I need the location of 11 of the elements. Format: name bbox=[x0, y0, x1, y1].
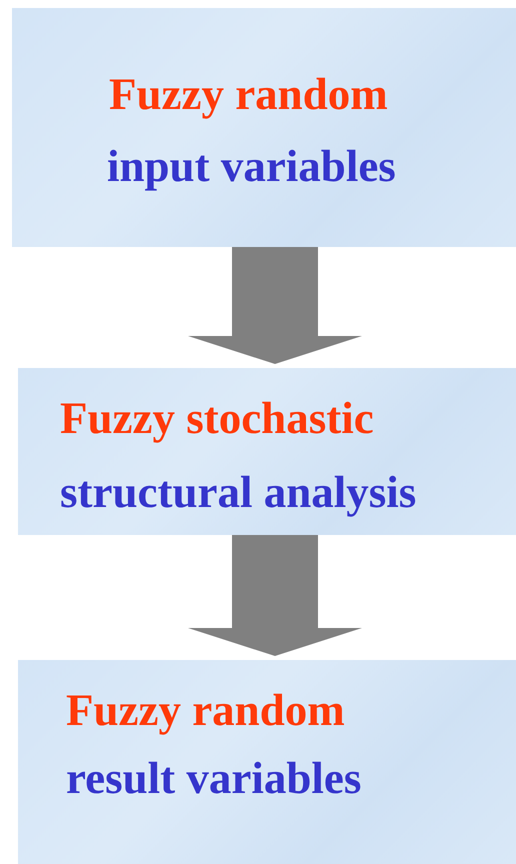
box-heading: Fuzzy random bbox=[66, 684, 345, 737]
process-box bbox=[18, 368, 516, 535]
block-arrow bbox=[188, 247, 362, 364]
process-box bbox=[12, 8, 516, 247]
box-heading: Fuzzy random bbox=[109, 68, 388, 121]
box-text: input variables bbox=[107, 140, 396, 193]
box-text: structural analysis bbox=[60, 466, 416, 519]
box-text: result variables bbox=[66, 752, 362, 805]
block-arrow bbox=[188, 535, 362, 656]
process-box bbox=[18, 660, 516, 864]
box-heading: Fuzzy stochastic bbox=[60, 392, 374, 445]
